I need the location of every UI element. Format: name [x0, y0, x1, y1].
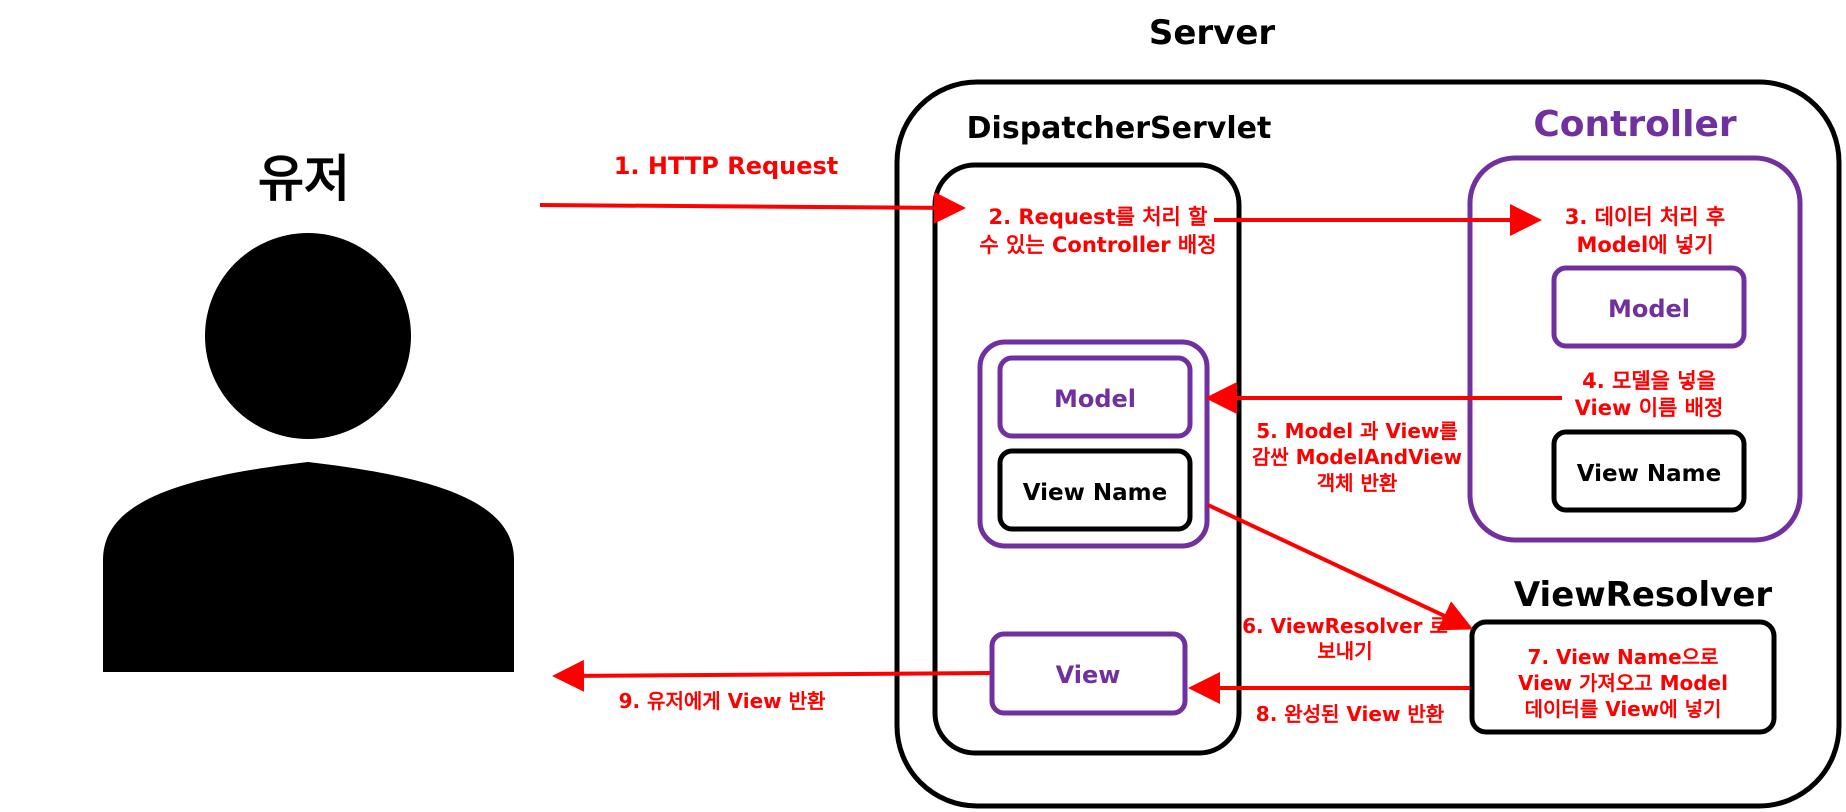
view-resolver-box	[1469, 619, 1777, 735]
step-6-line1: 6. ViewResolver 로	[1242, 614, 1448, 638]
controller-model-label: Model	[1608, 295, 1690, 323]
server-title: Server	[1149, 13, 1276, 53]
arrow-9-return-to-user	[552, 659, 991, 692]
user-label: 유저	[258, 150, 350, 208]
step-5-line2: 감싼 ModelAndView	[1252, 445, 1462, 469]
user-icon	[103, 233, 514, 672]
controller-box	[1467, 155, 1803, 543]
dispatcher-model-label: Model	[1054, 385, 1136, 413]
step-5-line3: 객체 반환	[1317, 471, 1398, 495]
arrow-1-http-request	[539, 191, 966, 224]
server-box	[894, 79, 1842, 809]
dispatcher-box	[932, 162, 1242, 756]
dispatcher-model-box	[997, 355, 1193, 439]
dispatcher-view-box	[989, 631, 1188, 716]
controller-view-name-box	[1551, 429, 1747, 513]
controller-title: Controller	[1533, 104, 1737, 145]
step-9-label: 9. 유저에게 View 반환	[619, 689, 826, 713]
step-7-line2: View 가져오고 Model	[1518, 671, 1728, 695]
dispatcher-title: DispatcherServlet	[967, 111, 1272, 146]
arrow-6-to-view-resolver	[1207, 503, 1474, 631]
model-and-view-box	[977, 339, 1210, 549]
step-7-line1: 7. View Name으로	[1528, 645, 1719, 669]
controller-model-box	[1551, 265, 1747, 349]
step-3-line2: Model에 넣기	[1576, 233, 1713, 257]
step-2-line2: 수 있는 Controller 배정	[979, 233, 1216, 257]
step-6-line2: 보내기	[1317, 639, 1372, 663]
step-7-line3: 데이터를 View에 넣기	[1525, 697, 1722, 721]
step-1-label: 1. HTTP Request	[614, 152, 839, 180]
step-4-line2: View 이름 배정	[1575, 396, 1724, 420]
controller-view-name-label: View Name	[1577, 461, 1721, 487]
dispatcher-view-label: View	[1056, 661, 1121, 689]
step-8-label: 8. 완성된 View 반환	[1256, 702, 1445, 726]
dispatcher-view-name-box	[997, 448, 1193, 532]
step-5-line1: 5. Model 과 View를	[1256, 419, 1458, 443]
step-3-line1: 3. 데이터 처리 후	[1565, 205, 1725, 229]
view-resolver-title: ViewResolver	[1514, 575, 1773, 615]
step-2-line1: 2. Request를 처리 할	[989, 205, 1208, 229]
step-4-line1: 4. 모델을 넣을	[1582, 369, 1716, 393]
dispatcher-view-name-label: View Name	[1023, 480, 1167, 506]
